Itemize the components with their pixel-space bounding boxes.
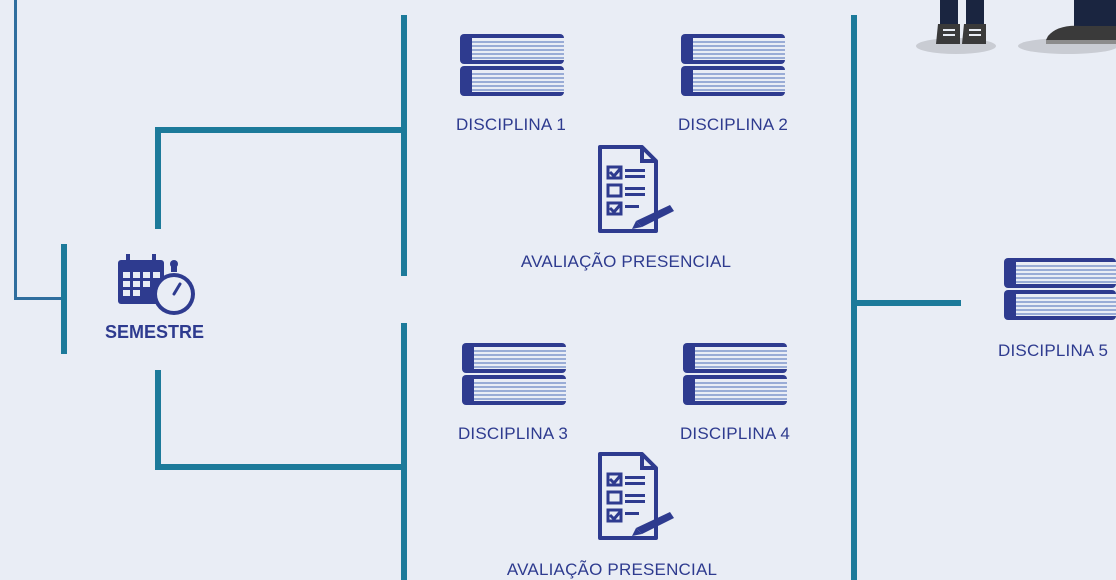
connector-to-group2-horizontal <box>155 464 405 470</box>
checklist-icon <box>598 145 674 233</box>
discipline-2-label: DISCIPLINA 2 <box>677 115 789 134</box>
group3-bracket <box>851 15 857 580</box>
connector-to-group1-horizontal <box>155 127 405 133</box>
evaluation-2-label: AVALIAÇÃO PRESENCIAL <box>506 560 718 579</box>
books-icon <box>681 34 785 96</box>
checklist-icon <box>598 452 674 540</box>
group2-bracket <box>401 323 407 580</box>
evaluation-1-label: AVALIAÇÃO PRESENCIAL <box>520 252 732 271</box>
books-icon <box>1004 258 1116 320</box>
semester-label: SEMESTRE <box>105 322 205 342</box>
connector-to-group1-vertical <box>155 127 161 229</box>
discipline-3-label: DISCIPLINA 3 <box>457 424 569 443</box>
discipline-4-label: DISCIPLINA 4 <box>679 424 791 443</box>
outer-connector-vertical <box>14 0 17 300</box>
connector-to-group3 <box>851 300 961 306</box>
outer-connector-horizontal <box>14 297 64 300</box>
person-feet-icon <box>916 0 1116 54</box>
calendar-stopwatch-icon <box>118 254 195 315</box>
connector-to-group2-vertical <box>155 370 161 470</box>
books-icon <box>683 343 787 405</box>
books-icon <box>460 34 564 96</box>
discipline-5-label: DISCIPLINA 5 <box>998 341 1109 360</box>
semester-bracket <box>61 244 67 354</box>
discipline-1-label: DISCIPLINA 1 <box>455 115 567 134</box>
group1-bracket <box>401 15 407 276</box>
books-icon <box>462 343 566 405</box>
